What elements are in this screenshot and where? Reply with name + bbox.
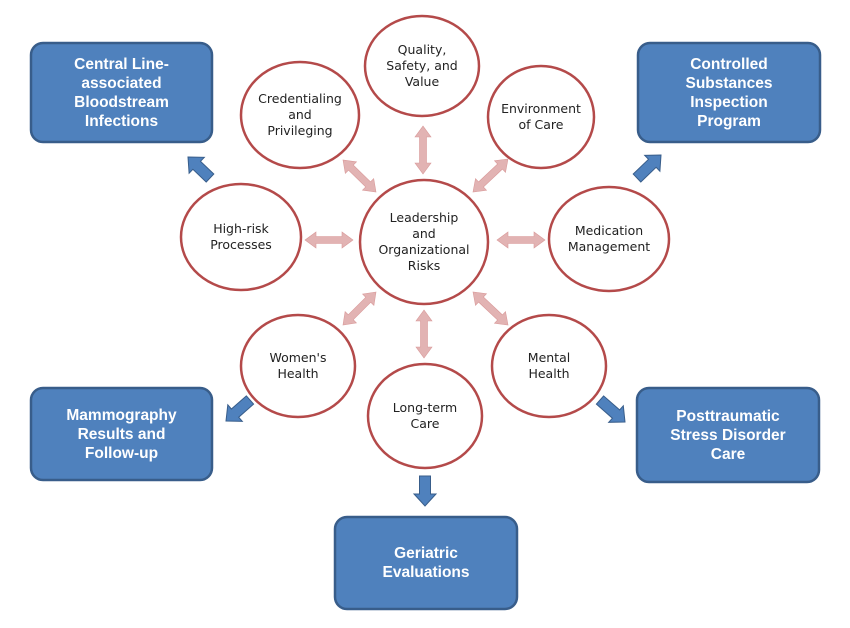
outcome-box-central-line <box>29 41 214 144</box>
link-arrow-mental-health <box>472 291 509 326</box>
outcome-arrow-geriatric <box>412 475 438 507</box>
outcome-box-ptsd <box>635 386 821 484</box>
outcome-arrow-controlled-substances <box>632 154 662 183</box>
link-arrow-environment <box>472 158 509 193</box>
link-arrow-credentialing <box>342 159 377 193</box>
link-arrow-medication <box>496 231 546 249</box>
outcome-arrow-mammography <box>225 395 255 422</box>
link-arrow-quality <box>414 125 432 175</box>
link-arrow-long-term-care <box>415 309 433 359</box>
topic-circle-womens-health <box>239 313 357 419</box>
outcome-arrow-central-line <box>187 156 215 183</box>
topic-circle-high-risk <box>179 182 303 292</box>
outcome-box-mammography <box>29 386 214 482</box>
link-arrow-womens-health <box>342 291 377 326</box>
topic-circle-environment <box>486 64 596 170</box>
topic-circle-long-term-care <box>366 362 484 470</box>
topic-circle-mental-health <box>490 313 608 419</box>
link-arrow-high-risk <box>304 231 354 249</box>
outcome-box-controlled-substances <box>636 41 822 144</box>
outcome-arrow-ptsd <box>595 395 626 423</box>
topic-circle-quality <box>363 14 481 118</box>
topic-circle-credentialing <box>239 60 361 170</box>
topic-circle-medication <box>547 185 671 293</box>
outcome-box-geriatric <box>333 515 519 611</box>
center-circle <box>358 178 490 306</box>
